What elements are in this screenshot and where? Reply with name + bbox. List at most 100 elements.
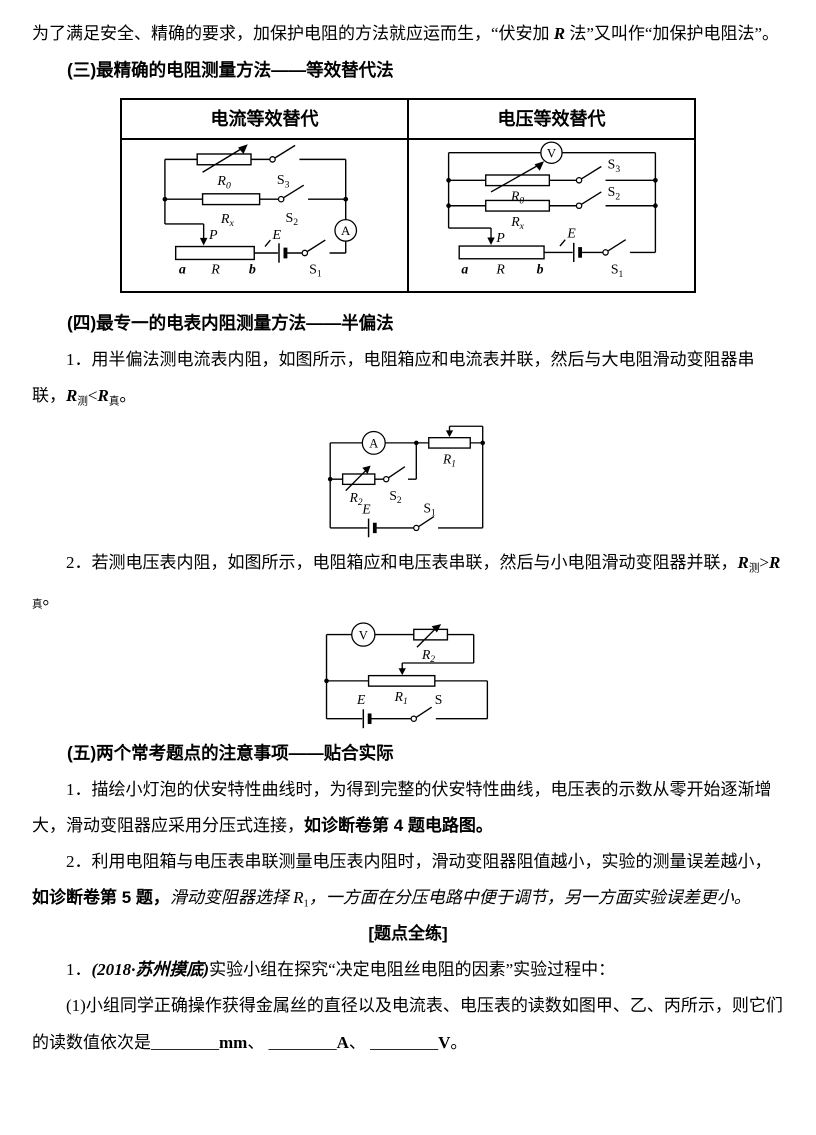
text-run: R xyxy=(553,24,566,43)
label-s2: S2 xyxy=(285,211,298,228)
wires xyxy=(163,158,346,255)
substitution-table: 电流等效替代 电压等效替代 xyxy=(120,98,696,294)
switch-s1 xyxy=(601,239,626,256)
cell-current-circuit: A R0 S3 xyxy=(120,138,409,294)
wires xyxy=(447,152,656,254)
label-e: E xyxy=(361,502,371,517)
label-rx: Rx xyxy=(219,212,234,229)
text-run: 如诊断卷第 5 题， xyxy=(32,888,170,908)
text-run: 测 xyxy=(748,563,760,575)
voltmeter-icon: V xyxy=(351,622,376,647)
switch-s2 xyxy=(575,191,602,210)
switch-s2 xyxy=(382,466,406,483)
switch-s3 xyxy=(268,145,296,164)
text-run: ________ xyxy=(151,1032,219,1052)
battery-e xyxy=(558,239,582,263)
battery-e xyxy=(263,239,287,264)
circuit-half-deflection-ammeter: A R1 R2 S2 E S1 xyxy=(327,425,485,538)
label-s1: S1 xyxy=(610,262,623,278)
question-1-sub-1: (1)小组同学正确操作获得金属丝的直径以及电流表、电压表的读数如图甲、乙、丙所示… xyxy=(32,988,784,1060)
intro-paragraph: 为了满足安全、精确的要求，加保护电阻的方法就应运而生，“伏安加 R 法”又叫作“… xyxy=(32,16,784,52)
text-run: ________ xyxy=(370,1032,439,1052)
label-a: a xyxy=(178,263,185,278)
wires xyxy=(329,425,484,529)
text-run: R xyxy=(97,386,109,406)
label-r: R xyxy=(210,263,220,278)
resistor-r2 xyxy=(341,466,376,492)
text-run: V xyxy=(438,1032,451,1052)
ammeter-icon: A xyxy=(361,431,386,456)
ammeter-icon: A xyxy=(333,219,357,243)
text-run: R xyxy=(737,552,749,572)
text-run: 2．利用电阻箱与电压表串联测量电压表内阻时，滑动变阻器阻值越小，实验的测量误差越… xyxy=(66,852,772,872)
battery-e xyxy=(362,709,372,728)
text-run: 滑动变阻器选择 xyxy=(169,888,294,908)
half-deflection-ammeter-text: 1．用半偏法测电流表内阻，如图所示，电阻箱应和电流表并联，然后与大电阻滑动变阻器… xyxy=(32,342,784,414)
text-run: 1．用半偏法测电流表内阻，如图所示，电阻箱应和电流表并联，然后与大电阻滑动变阻器… xyxy=(32,350,755,406)
label-s: S xyxy=(435,692,443,707)
switch-s2 xyxy=(277,184,304,203)
label-s3: S3 xyxy=(607,157,620,175)
switch-s1 xyxy=(413,516,435,532)
svg-text:A: A xyxy=(369,437,378,451)
label-s1: S1 xyxy=(424,501,437,519)
text-run: (1)小组同学正确操作获得金属丝的直径以及电流表、电压表的读数如图甲、乙、丙所示… xyxy=(32,996,783,1052)
label-e: E xyxy=(356,692,366,707)
label-b: b xyxy=(248,263,255,278)
text-run: 真 xyxy=(32,599,43,611)
wires xyxy=(325,633,489,720)
question-1: 1．(2018·苏州摸底)实验小组在探究“决定电阻丝电阻的因素”实验过程中： xyxy=(32,952,784,988)
label-e: E xyxy=(271,228,281,243)
svg-text:V: V xyxy=(546,147,556,161)
switch-s1 xyxy=(300,239,326,257)
resistor-rx xyxy=(484,200,550,213)
text-run: R xyxy=(293,888,304,908)
rheostat-r1 xyxy=(428,426,471,450)
text-run: 1 xyxy=(303,898,309,910)
label-r2: R2 xyxy=(349,490,363,508)
label-s3: S3 xyxy=(276,173,289,190)
svg-text:A: A xyxy=(341,224,351,239)
text-run: 测 xyxy=(77,396,88,408)
label-p: P xyxy=(495,230,505,245)
practice-banner: [题点全练] xyxy=(368,924,448,944)
switch-s xyxy=(410,706,433,722)
label-b: b xyxy=(536,262,543,277)
text-run: 、 xyxy=(247,1032,269,1052)
switch-s3 xyxy=(575,166,602,184)
voltmeter-icon: V xyxy=(539,141,563,165)
text-run: 。 xyxy=(450,1032,468,1052)
text-run: 实验小组在探究“决定电阻丝电阻的因素”实验过程中： xyxy=(209,960,616,980)
rheostat-r xyxy=(174,224,255,261)
text-run: 如诊断卷第 4 题电路图。 xyxy=(304,816,493,836)
label-s2: S2 xyxy=(389,488,402,506)
text-run: 2．若测电压表内阻，如图所示，电阻箱应和电压表串联，然后与小电阻滑动变阻器并联， xyxy=(66,552,738,572)
text-run: (2018·苏州摸底) xyxy=(91,960,210,980)
text-run: A xyxy=(336,1032,349,1052)
label-r2: R2 xyxy=(421,647,435,665)
text-run: 。 xyxy=(119,386,137,406)
text-run: 1．描绘小灯泡的伏安特性曲线时，为得到完整的伏安特性曲线，电压表的示数从零开始逐… xyxy=(32,780,772,836)
circuit-voltage-substitution: V xyxy=(445,141,658,280)
resistor-rx xyxy=(201,193,260,206)
battery-e xyxy=(367,518,377,538)
label-rx: Rx xyxy=(510,214,524,232)
text-run: R xyxy=(768,552,781,572)
figure-half-deflection-voltmeter: V R2 R1 E S xyxy=(32,622,784,732)
rheostat-r xyxy=(458,228,545,260)
text-run: 为了满足安全、精确的要求，加保护电阻的方法就应运而生，“伏安加 xyxy=(32,24,554,43)
col-header-current: 电流等效替代 xyxy=(120,98,409,141)
svg-text:V: V xyxy=(359,628,368,642)
text-run: mm xyxy=(219,1032,248,1052)
label-a: a xyxy=(461,262,468,277)
section-heading-3: (三)最精确的电阻测量方法——等效替代法 xyxy=(67,60,394,81)
note-1-text: 1．描绘小灯泡的伏安特性曲线时，为得到完整的伏安特性曲线，电压表的示数从零开始逐… xyxy=(32,772,784,844)
text-run: 法”又叫作“加保护电阻法”。 xyxy=(565,24,780,43)
label-s1: S1 xyxy=(309,263,322,278)
label-p: P xyxy=(208,228,218,243)
text-run: R xyxy=(66,386,78,406)
text-run: 1． xyxy=(66,960,92,980)
label-r0: R0 xyxy=(216,175,231,192)
half-deflection-voltmeter-text: 2．若测电压表内阻，如图所示，电阻箱应和电压表串联，然后与小电阻滑动变阻器并联，… xyxy=(32,545,784,617)
